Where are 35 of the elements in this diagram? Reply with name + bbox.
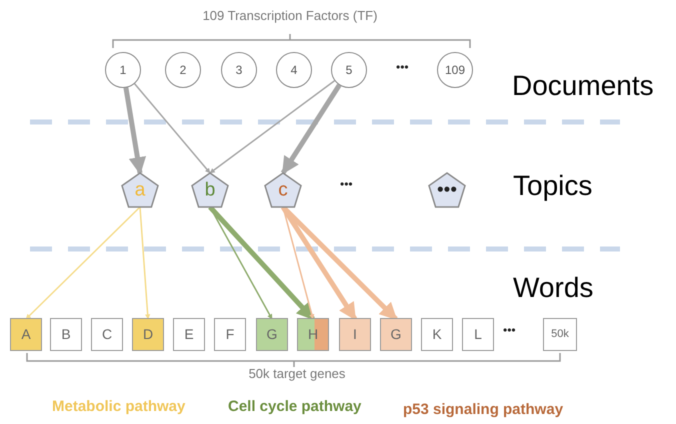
gene-box: B	[50, 318, 82, 351]
arrow	[139, 206, 150, 320]
ellipsis: •••	[503, 323, 516, 338]
arrow	[123, 87, 146, 175]
gene-box: 50k	[543, 318, 577, 351]
topic-letter: •••	[437, 180, 457, 200]
pathway-label: Cell cycle pathway	[228, 398, 362, 417]
topic-letter: c	[278, 180, 288, 200]
gene-box: E	[173, 318, 205, 351]
arrow	[25, 206, 141, 320]
gene-box: D	[132, 318, 164, 351]
layer-label: Documents	[512, 69, 654, 103]
ellipsis: •••	[396, 60, 409, 75]
brace-label: 109 Transcription Factors (TF)	[202, 8, 378, 24]
gene-box: C	[91, 318, 123, 351]
gene-box: L	[462, 318, 494, 351]
brace-label: 50k target genes	[248, 366, 346, 382]
gene-box: G	[380, 318, 412, 351]
topic-letter: b	[204, 180, 216, 200]
arrow	[280, 206, 358, 320]
gene-box: G	[256, 318, 288, 351]
arrow	[210, 80, 335, 174]
gene-box: F	[214, 318, 246, 351]
gene-box: H	[297, 318, 329, 351]
gene-box: A	[10, 318, 42, 351]
arrow	[134, 83, 211, 174]
pathway-label: Metabolic pathway	[52, 398, 186, 417]
gene-box: K	[421, 318, 453, 351]
pathway-label: p53 signaling pathway	[403, 401, 564, 420]
ellipsis: •••	[340, 177, 353, 192]
topic-letter: a	[134, 180, 146, 200]
layer-label: Topics	[513, 169, 592, 203]
gene-box: I	[339, 318, 371, 351]
arrow	[280, 84, 342, 174]
layer-label: Words	[513, 271, 594, 305]
